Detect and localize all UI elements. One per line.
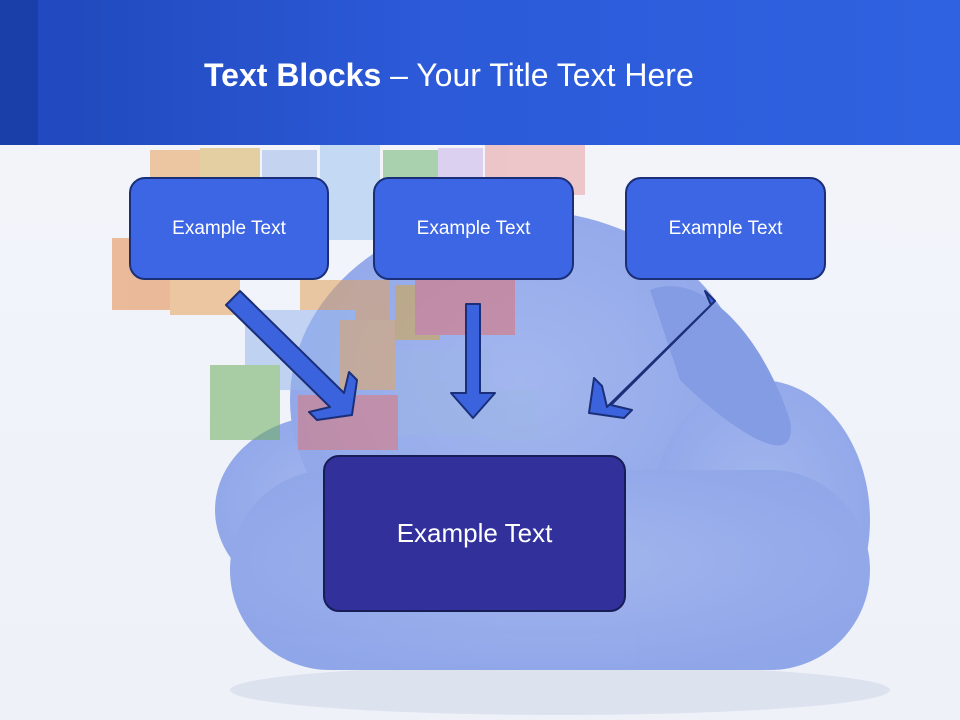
slide-title-bold: Text Blocks xyxy=(204,57,382,93)
text-block-left[interactable]: Example Text xyxy=(129,177,329,280)
text-block-center[interactable]: Example Text xyxy=(373,177,574,280)
arrow-down-icon xyxy=(450,303,496,419)
arrow-right-diagonal-icon xyxy=(588,290,716,419)
arrow-left-diagonal-icon xyxy=(225,290,358,421)
title-bar: Text Blocks – Your Title Text Here xyxy=(0,0,960,145)
header-accent-strip xyxy=(0,0,38,145)
slide-title: Text Blocks – Your Title Text Here xyxy=(204,55,694,95)
slide-title-rest: – Your Title Text Here xyxy=(381,57,694,93)
text-block-right[interactable]: Example Text xyxy=(625,177,826,280)
header-accent-strip-2 xyxy=(38,0,75,145)
main-text-block[interactable]: Example Text xyxy=(323,455,626,612)
